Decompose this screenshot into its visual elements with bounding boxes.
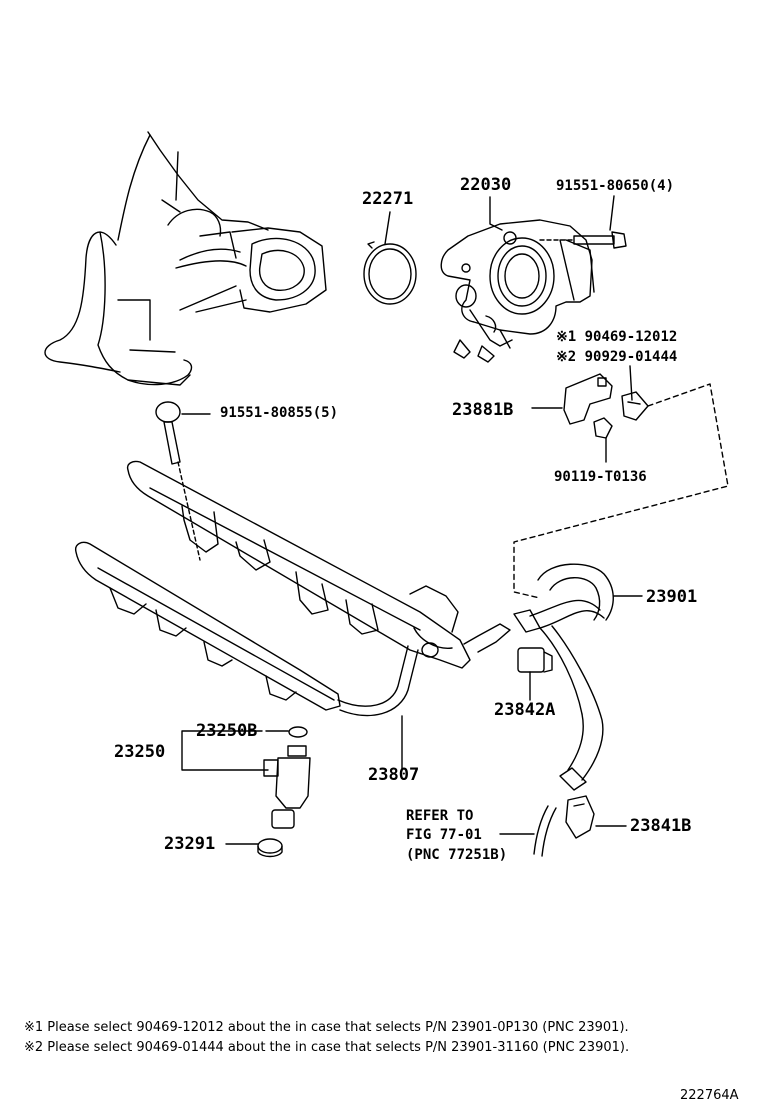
part-label-23901: 23901 bbox=[646, 587, 698, 607]
injector-23250 bbox=[258, 727, 310, 857]
connector-23841B bbox=[566, 796, 626, 838]
figure-number: 222764A bbox=[680, 1088, 739, 1103]
dashed-reference-line bbox=[514, 384, 728, 598]
bolt-90119 bbox=[594, 418, 612, 462]
connector-23842A bbox=[514, 610, 552, 700]
part-label-23291: 23291 bbox=[164, 834, 216, 854]
footnote-2: ※2 Please select 90469-01444 about the i… bbox=[24, 1040, 630, 1055]
gasket-22271 bbox=[364, 212, 416, 304]
part-label-90469-12012: ※1 90469-12012 bbox=[556, 329, 678, 345]
part-label-22271: 22271 bbox=[362, 189, 414, 209]
fuel-pipe-23807 bbox=[338, 646, 418, 770]
intake-manifold bbox=[45, 132, 326, 385]
part-label-23841B: 23841B bbox=[630, 816, 692, 836]
fuel-hose-23901 bbox=[530, 564, 642, 790]
refer-line-2: FIG 77-01 bbox=[406, 827, 482, 843]
clip-90469 bbox=[622, 366, 648, 420]
part-label-23250B: 23250B bbox=[196, 721, 258, 741]
refer-line-3: (PNC 77251B) bbox=[406, 847, 508, 863]
part-label-90119-T0136: 90119-T0136 bbox=[554, 469, 647, 485]
part-label-23842A: 23842A bbox=[494, 700, 556, 720]
part-label-22030: 22030 bbox=[460, 175, 512, 195]
footnote-1: ※1 Please select 90469-12012 about the i… bbox=[24, 1020, 629, 1035]
bracket-23881B bbox=[532, 374, 612, 424]
part-label-91551-80650: 91551-80650(4) bbox=[556, 178, 675, 194]
part-label-23250: 23250 bbox=[114, 742, 166, 762]
refer-hose-stub bbox=[500, 806, 556, 856]
refer-line-1: REFER TO bbox=[406, 808, 474, 824]
part-label-90929-01444: ※2 90929-01444 bbox=[556, 349, 678, 365]
leader-23250 bbox=[182, 731, 268, 770]
bolt-91551-80650 bbox=[540, 196, 626, 248]
fuel-delivery-pipe-upper bbox=[128, 461, 510, 668]
part-label-91551-80855: 91551-80855(5) bbox=[220, 405, 339, 421]
part-label-23881B: 23881B bbox=[452, 400, 514, 420]
part-label-23807: 23807 bbox=[368, 765, 420, 785]
bolt-91551-80855 bbox=[156, 402, 210, 560]
